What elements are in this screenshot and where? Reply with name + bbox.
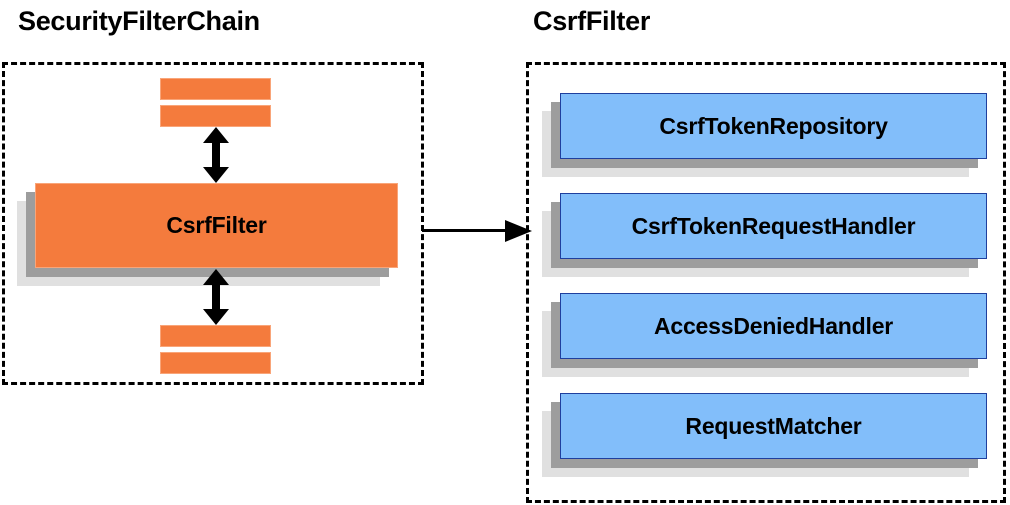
csrf-filter-block[interactable]: CsrfFilter bbox=[17, 183, 398, 286]
collaborator-label: RequestMatcher bbox=[560, 393, 987, 459]
page-title-security-filter-chain: SecurityFilterChain bbox=[18, 6, 260, 36]
filter-bar-top-2 bbox=[160, 105, 271, 127]
filter-bar-top-1 bbox=[160, 78, 271, 100]
connector-shaft bbox=[422, 229, 506, 232]
collaborator-request-matcher[interactable]: RequestMatcher bbox=[542, 393, 987, 477]
arrow-shaft bbox=[212, 282, 220, 312]
security-filter-chain-group bbox=[2, 62, 424, 385]
arrowhead-down bbox=[203, 167, 229, 183]
filter-bar-bottom-1 bbox=[160, 325, 271, 347]
connector-arrowhead bbox=[505, 220, 532, 242]
page-title-csrf-filter: CsrfFilter bbox=[533, 6, 651, 36]
arrow-up-down-bottom-icon bbox=[203, 269, 229, 325]
collaborator-label: CsrfTokenRequestHandler bbox=[560, 193, 987, 259]
collaborator-label: AccessDeniedHandler bbox=[560, 293, 987, 359]
arrow-right-icon bbox=[422, 220, 532, 242]
arrowhead-down bbox=[203, 309, 229, 325]
collaborator-csrf-token-repository[interactable]: CsrfTokenRepository bbox=[542, 93, 987, 177]
arrowhead-up bbox=[203, 269, 229, 285]
collaborator-csrf-token-request-handler[interactable]: CsrfTokenRequestHandler bbox=[542, 193, 987, 277]
arrow-shaft bbox=[212, 140, 220, 170]
arrow-up-down-top-icon bbox=[203, 127, 229, 183]
csrf-filter-collaborators-group bbox=[526, 62, 1006, 503]
collaborator-access-denied-handler[interactable]: AccessDeniedHandler bbox=[542, 293, 987, 377]
arrowhead-up bbox=[203, 127, 229, 143]
csrf-filter-block-label: CsrfFilter bbox=[35, 183, 398, 268]
collaborator-label: CsrfTokenRepository bbox=[560, 93, 987, 159]
filter-bar-bottom-2 bbox=[160, 352, 271, 374]
